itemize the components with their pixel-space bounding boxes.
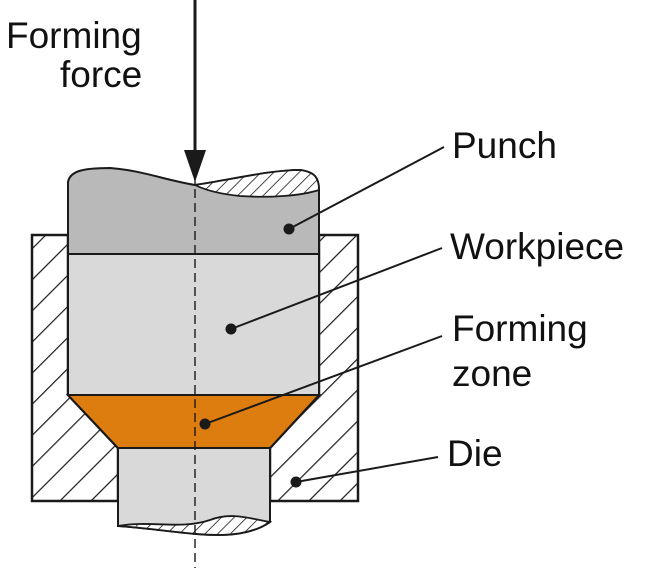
die-leader-dot (290, 476, 302, 488)
forming-zone-leader-line (204, 335, 443, 425)
forming-zone-leader-dot (199, 418, 211, 430)
forming-zone-label-line2: zone (452, 353, 532, 394)
workpiece-label: Workpiece (450, 226, 624, 267)
workpiece-leader-dot (225, 323, 237, 335)
punch-leader-dot (283, 223, 295, 235)
forming-zone-label-line1: Forming (452, 308, 588, 349)
workpiece-body (67, 253, 320, 396)
punch-label: Punch (452, 125, 557, 166)
forming-force-label-line2: force (60, 54, 142, 95)
forming-force-label-line1: Forming (6, 15, 142, 56)
die-leader-line (295, 456, 439, 483)
rod-break-section (117, 515, 273, 536)
workpiece-leader-line (230, 247, 443, 330)
punch-leader-line (288, 146, 445, 230)
punch-break-section (192, 169, 320, 198)
force-arrow-head (184, 150, 206, 182)
die-label: Die (447, 433, 503, 474)
